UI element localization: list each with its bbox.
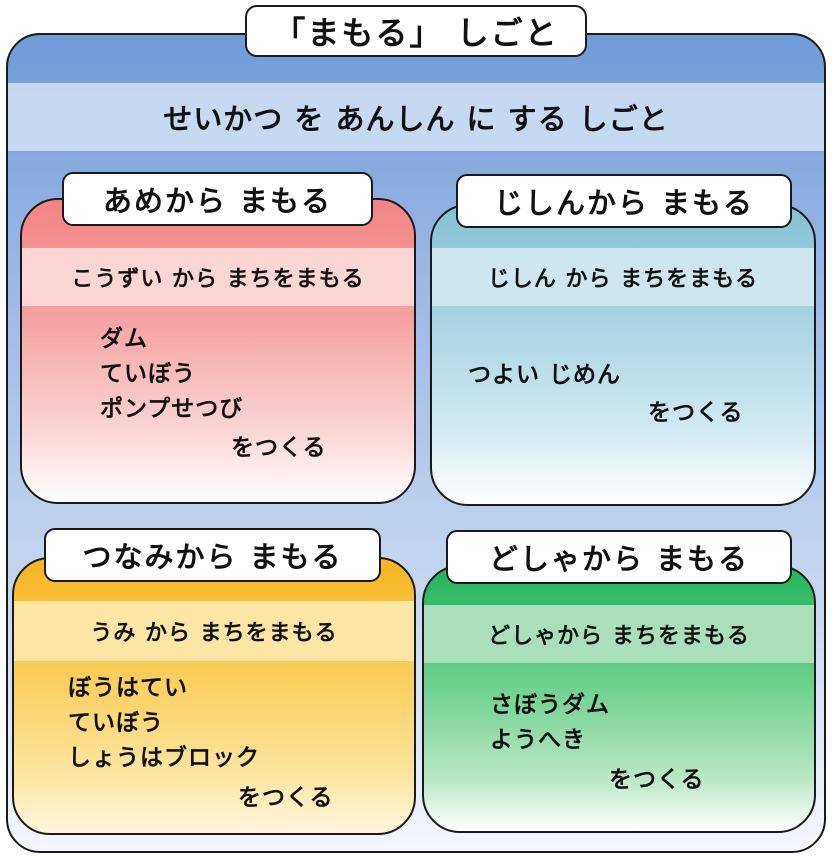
- panel-earthquake: じしん から まちをまもる つよい じめん をつくる: [430, 204, 816, 506]
- panel-rain-items: ダム ていぼう ポンプせつび: [100, 322, 243, 427]
- panel-tsunami-label-text: つなみから まもる: [82, 540, 343, 574]
- panel-debris-items: さぼうダム ようへき: [490, 688, 610, 758]
- panel-debris-suffix: をつくる: [609, 767, 705, 793]
- panel-rain-band-text: こうずい から まちをまもる: [71, 267, 365, 292]
- list-item: ていぼう: [68, 710, 164, 736]
- panel-tsunami-band-text: うみ から まちをまもる: [90, 621, 338, 646]
- list-item: さぼうダム: [490, 692, 610, 718]
- panel-tsunami-band: うみ から まちをまもる: [14, 601, 414, 661]
- list-item: ポンプせつび: [100, 396, 244, 422]
- panel-rain-band: こうずい から まちをまもる: [22, 248, 414, 306]
- panel-debris: どしゃから まちをまもる さぼうダム ようへき をつくる: [422, 565, 816, 833]
- panel-debris-label: どしゃから まもる: [446, 530, 792, 584]
- subtitle: せいかつ を あんしん に する しごと: [163, 102, 669, 136]
- panel-debris-band: どしゃから まちをまもる: [424, 605, 814, 663]
- list-item: ようへき: [490, 727, 586, 753]
- panel-earthquake-band-text: じしん から まちをまもる: [487, 267, 759, 292]
- list-item: ていぼう: [100, 361, 196, 387]
- panel-rain-label-text: あめから まもる: [102, 184, 333, 218]
- panel-tsunami: うみ から まちをまもる ぼうはてい ていぼう しょうはブロック をつくる: [12, 557, 416, 835]
- list-item: ダム: [100, 326, 148, 352]
- panel-earthquake-suffix: をつくる: [648, 400, 744, 426]
- panel-earthquake-label: じしんから まもる: [456, 174, 792, 228]
- main-title-text: 「まもる」 しごと: [273, 14, 559, 52]
- panel-earthquake-label-text: じしんから まもる: [493, 186, 755, 220]
- panel-rain-label: あめから まもる: [62, 172, 373, 226]
- list-item: ぼうはてい: [68, 675, 188, 701]
- panel-tsunami-label: つなみから まもる: [44, 528, 381, 582]
- panel-tsunami-items: ぼうはてい ていぼう しょうはブロック: [68, 671, 260, 776]
- main-title: 「まもる」 しごと: [245, 5, 587, 57]
- panel-rain-suffix: をつくる: [231, 435, 327, 461]
- subtitle-band: せいかつ を あんしん に する しごと: [8, 83, 824, 151]
- list-item: つよい じめん: [468, 362, 622, 388]
- panel-debris-band-text: どしゃから まちをまもる: [488, 624, 750, 649]
- panel-earthquake-items: つよい じめん: [468, 358, 621, 393]
- panel-rain: こうずい から まちをまもる ダム ていぼう ポンプせつび をつくる: [20, 198, 416, 504]
- panel-debris-label-text: どしゃから まもる: [488, 542, 750, 576]
- panel-tsunami-suffix: をつくる: [238, 785, 334, 811]
- panel-earthquake-band: じしん から まちをまもる: [432, 248, 814, 306]
- list-item: しょうはブロック: [68, 745, 260, 771]
